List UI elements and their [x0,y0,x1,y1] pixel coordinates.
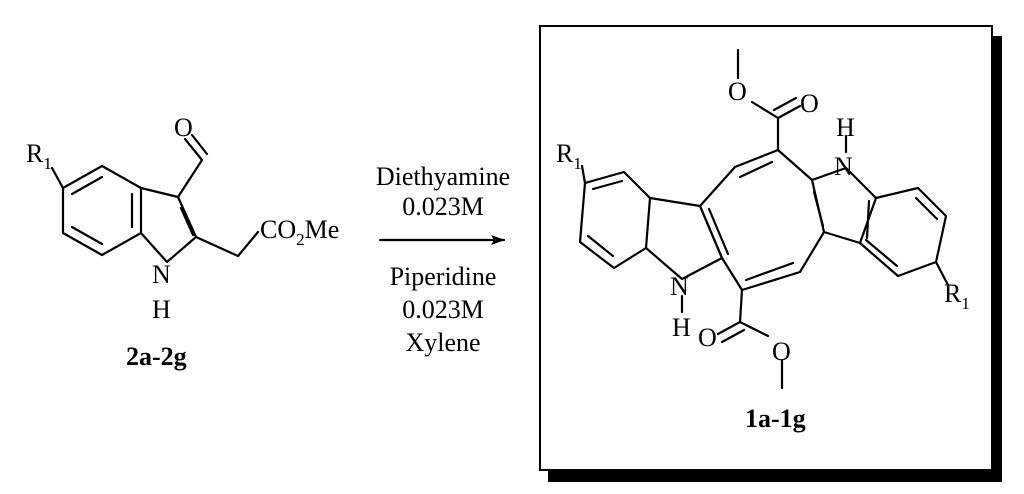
reactant-aldehyde-bond [176,158,204,199]
reactant-nitrogen-label: N [152,260,171,289]
product-right-ring [858,186,948,278]
product-top-nh-nitrogen: N [834,152,853,181]
reactant-r1-bond [50,166,65,190]
product-right-ring-double-3 [865,199,871,240]
product-bottom-carbonyl-1 [716,320,742,336]
product-left-ring-double-1 [591,179,624,191]
condition-below-line3: Xylene [405,328,480,357]
reactant-pyrrole-double-bond [179,206,195,237]
reactant-structure [50,133,260,264]
product-bottom-carbonyl-oxygen: O [698,323,717,352]
reactant-benzene-ring [61,164,143,257]
product-left-r1-bond [580,164,587,185]
product-box [539,25,993,471]
product-eight-double-1 [738,160,774,179]
reactant-ch2-bond-1 [194,235,240,258]
product-structure [578,48,950,390]
reactant-r1-label: R1 [26,139,52,173]
product-bottom-ester-o-bond [738,320,770,338]
product-bottom-ester-bond [738,288,744,324]
condition-below-line2: 0.023M [402,295,484,324]
product-bottom-ester-oxygen: O [772,337,791,366]
product-top-carbonyl-1 [776,104,802,120]
reactant-oxygen-label: O [174,113,193,142]
product-bottom-carbonyl-2 [720,328,746,344]
product-eight-double-3 [812,190,825,228]
product-top-ester-oxygen: O [728,77,747,106]
condition-below-line1: Piperidine [390,262,497,291]
product-left-ring-double-2 [586,234,615,258]
product-top-nh-hydrogen: H [836,113,855,142]
product-right-ring-double-2 [864,238,899,268]
product-right-r1-label: R1 [944,279,970,313]
reactant-benzene-double-bond-1 [70,175,104,196]
product-bottom-nh-hydrogen: H [672,313,691,342]
reactant-aldehyde-carbonyl-2 [190,133,209,156]
reactant-aldehyde-carbonyl-1 [183,137,204,162]
condition-above-line1: Diethyamine [376,162,510,191]
reactant-ester-label: CO2Me [260,215,339,249]
product-compound-id: 1a-1g [745,404,806,433]
product-top-carbonyl-2 [772,96,798,112]
product-top-ester-o-bond [750,100,780,120]
product-eight-double-2 [707,207,730,256]
product-eight-double-4 [744,261,795,282]
reactant-nh-hydrogen-label: H [152,295,171,324]
product-bottom-nh-nitrogen: N [670,272,689,301]
reactant-compound-id: 2a-2g [126,342,187,371]
product-right-r1-bond [934,260,950,287]
reactant-ch2-bond-2 [236,230,260,258]
product-left-r1-label: R1 [556,139,582,173]
product-top-carbonyl-oxygen: O [800,89,819,118]
condition-above-line2: 0.023M [402,192,484,221]
reactant-benzene-double-bond-3 [70,225,104,246]
product-right-ring-double-1 [914,196,939,221]
